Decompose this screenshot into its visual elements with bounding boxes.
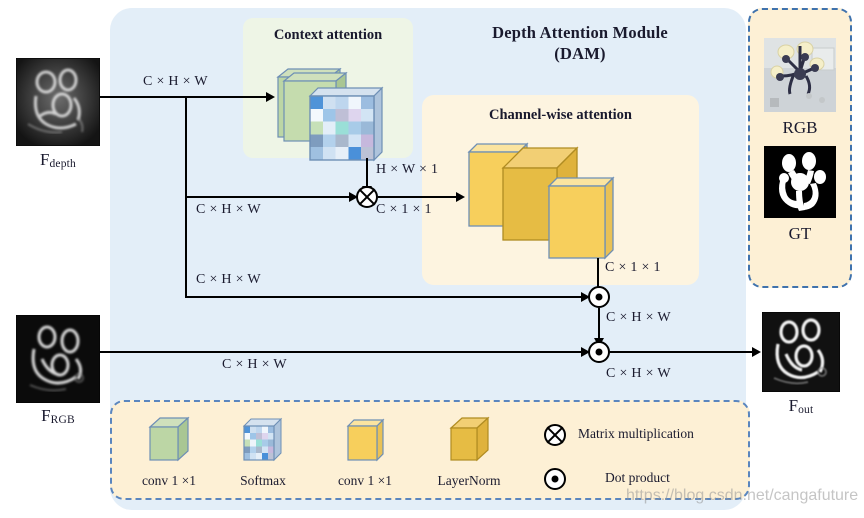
f-rgb-caption-base: F bbox=[41, 406, 51, 425]
arrow-depth-to-context bbox=[266, 92, 275, 102]
f-out-thumbnail bbox=[762, 312, 840, 392]
f-out-caption-base: F bbox=[788, 396, 799, 415]
legend-dotproduct-icon bbox=[544, 468, 566, 490]
f-out-caption: Fout bbox=[762, 396, 840, 416]
arrow-depth-skip-to-dot1 bbox=[581, 292, 590, 302]
f-rgb-caption-sub: RGB bbox=[50, 414, 75, 426]
legend-label-conv-yellow: conv 1 ×1 bbox=[337, 473, 393, 488]
watermark: https://blog.csdn.net/cangafuture bbox=[626, 487, 859, 504]
f-depth-caption-sub: depth bbox=[49, 158, 77, 170]
label-rgb-skip: C × H × W bbox=[222, 357, 287, 372]
legend-item-layernorm: LayerNorm bbox=[428, 415, 510, 495]
arrow-to-f-out bbox=[752, 347, 761, 357]
legend-label-softmax: Softmax bbox=[240, 473, 286, 488]
line-dot2-to-output bbox=[610, 351, 753, 353]
f-depth-caption: Fdepth bbox=[16, 150, 100, 170]
f-rgb-thumbnail bbox=[16, 315, 100, 403]
label-depth-to-context: C × H × W bbox=[143, 74, 208, 89]
arrow-depth-to-matmul bbox=[349, 192, 358, 202]
dot-product-operator-2 bbox=[588, 341, 610, 363]
rgb-reference-image bbox=[764, 38, 836, 112]
yellow-flat-icon bbox=[346, 418, 385, 462]
arrow-rgb-to-dot2 bbox=[581, 347, 590, 357]
channel-attention-title: Channel-wise attention bbox=[489, 107, 632, 123]
dot-product-operator-1 bbox=[588, 286, 610, 308]
line-context-to-matmul bbox=[366, 158, 368, 188]
gt-reference-label: GT bbox=[788, 224, 812, 243]
module-title-line1: Depth Attention Module bbox=[492, 23, 668, 42]
line-channel-to-dot1 bbox=[597, 258, 599, 290]
yellow-cube-icon bbox=[449, 416, 490, 462]
f-depth-caption-base: F bbox=[39, 150, 50, 169]
channel-attention-blocks bbox=[467, 142, 615, 260]
gt-reference-image bbox=[764, 146, 836, 218]
line-depth-skip bbox=[185, 296, 585, 298]
label-depth-to-matmul: C × H × W bbox=[196, 202, 261, 217]
label-context-to-matmul: H × W × 1 bbox=[376, 162, 439, 177]
softmax-grid-icon bbox=[242, 417, 283, 462]
green-cube-icon bbox=[148, 416, 190, 462]
line-matmul-to-channel bbox=[378, 196, 458, 198]
label-dot1-out: C × H × W bbox=[606, 310, 671, 325]
legend-label-layernorm: LayerNorm bbox=[437, 473, 501, 488]
f-rgb-caption: FRGB bbox=[16, 406, 100, 426]
module-title-line2: (DAM) bbox=[554, 44, 606, 63]
legend-label-matmul: Matrix multiplication bbox=[578, 426, 694, 441]
label-dot2-out: C × H × W bbox=[606, 366, 671, 381]
line-depth-to-matmul bbox=[185, 196, 353, 198]
label-matmul-out: C × 1 × 1 bbox=[376, 202, 432, 217]
context-softmax-grid bbox=[308, 86, 384, 162]
legend-item-conv-green: conv 1 ×1 bbox=[128, 415, 210, 495]
arrow-matmul-to-channel bbox=[456, 192, 465, 202]
line-rgb-skip bbox=[100, 351, 582, 353]
label-channel-out: C × 1 × 1 bbox=[605, 260, 661, 275]
legend-label-conv-green: conv 1 ×1 bbox=[141, 473, 197, 488]
matrix-multiplication-operator bbox=[356, 186, 378, 208]
context-attention-title: Context attention bbox=[273, 27, 383, 43]
f-out-caption-sub: out bbox=[798, 404, 814, 416]
f-depth-thumbnail bbox=[16, 58, 100, 146]
label-depth-skip: C × H × W bbox=[196, 272, 261, 287]
rgb-reference-label: RGB bbox=[782, 118, 818, 137]
legend-item-softmax: Softmax bbox=[222, 415, 304, 495]
legend-item-conv-yellow: conv 1 ×1 bbox=[324, 415, 406, 495]
module-title: Depth Attention Module (DAM) bbox=[430, 22, 730, 64]
line-depth-out bbox=[100, 96, 266, 98]
legend-label-dotproduct: Dot product bbox=[605, 470, 670, 485]
legend-panel bbox=[110, 400, 750, 500]
line-dot1-to-dot2 bbox=[598, 308, 600, 340]
legend-matmul-icon bbox=[544, 424, 566, 446]
